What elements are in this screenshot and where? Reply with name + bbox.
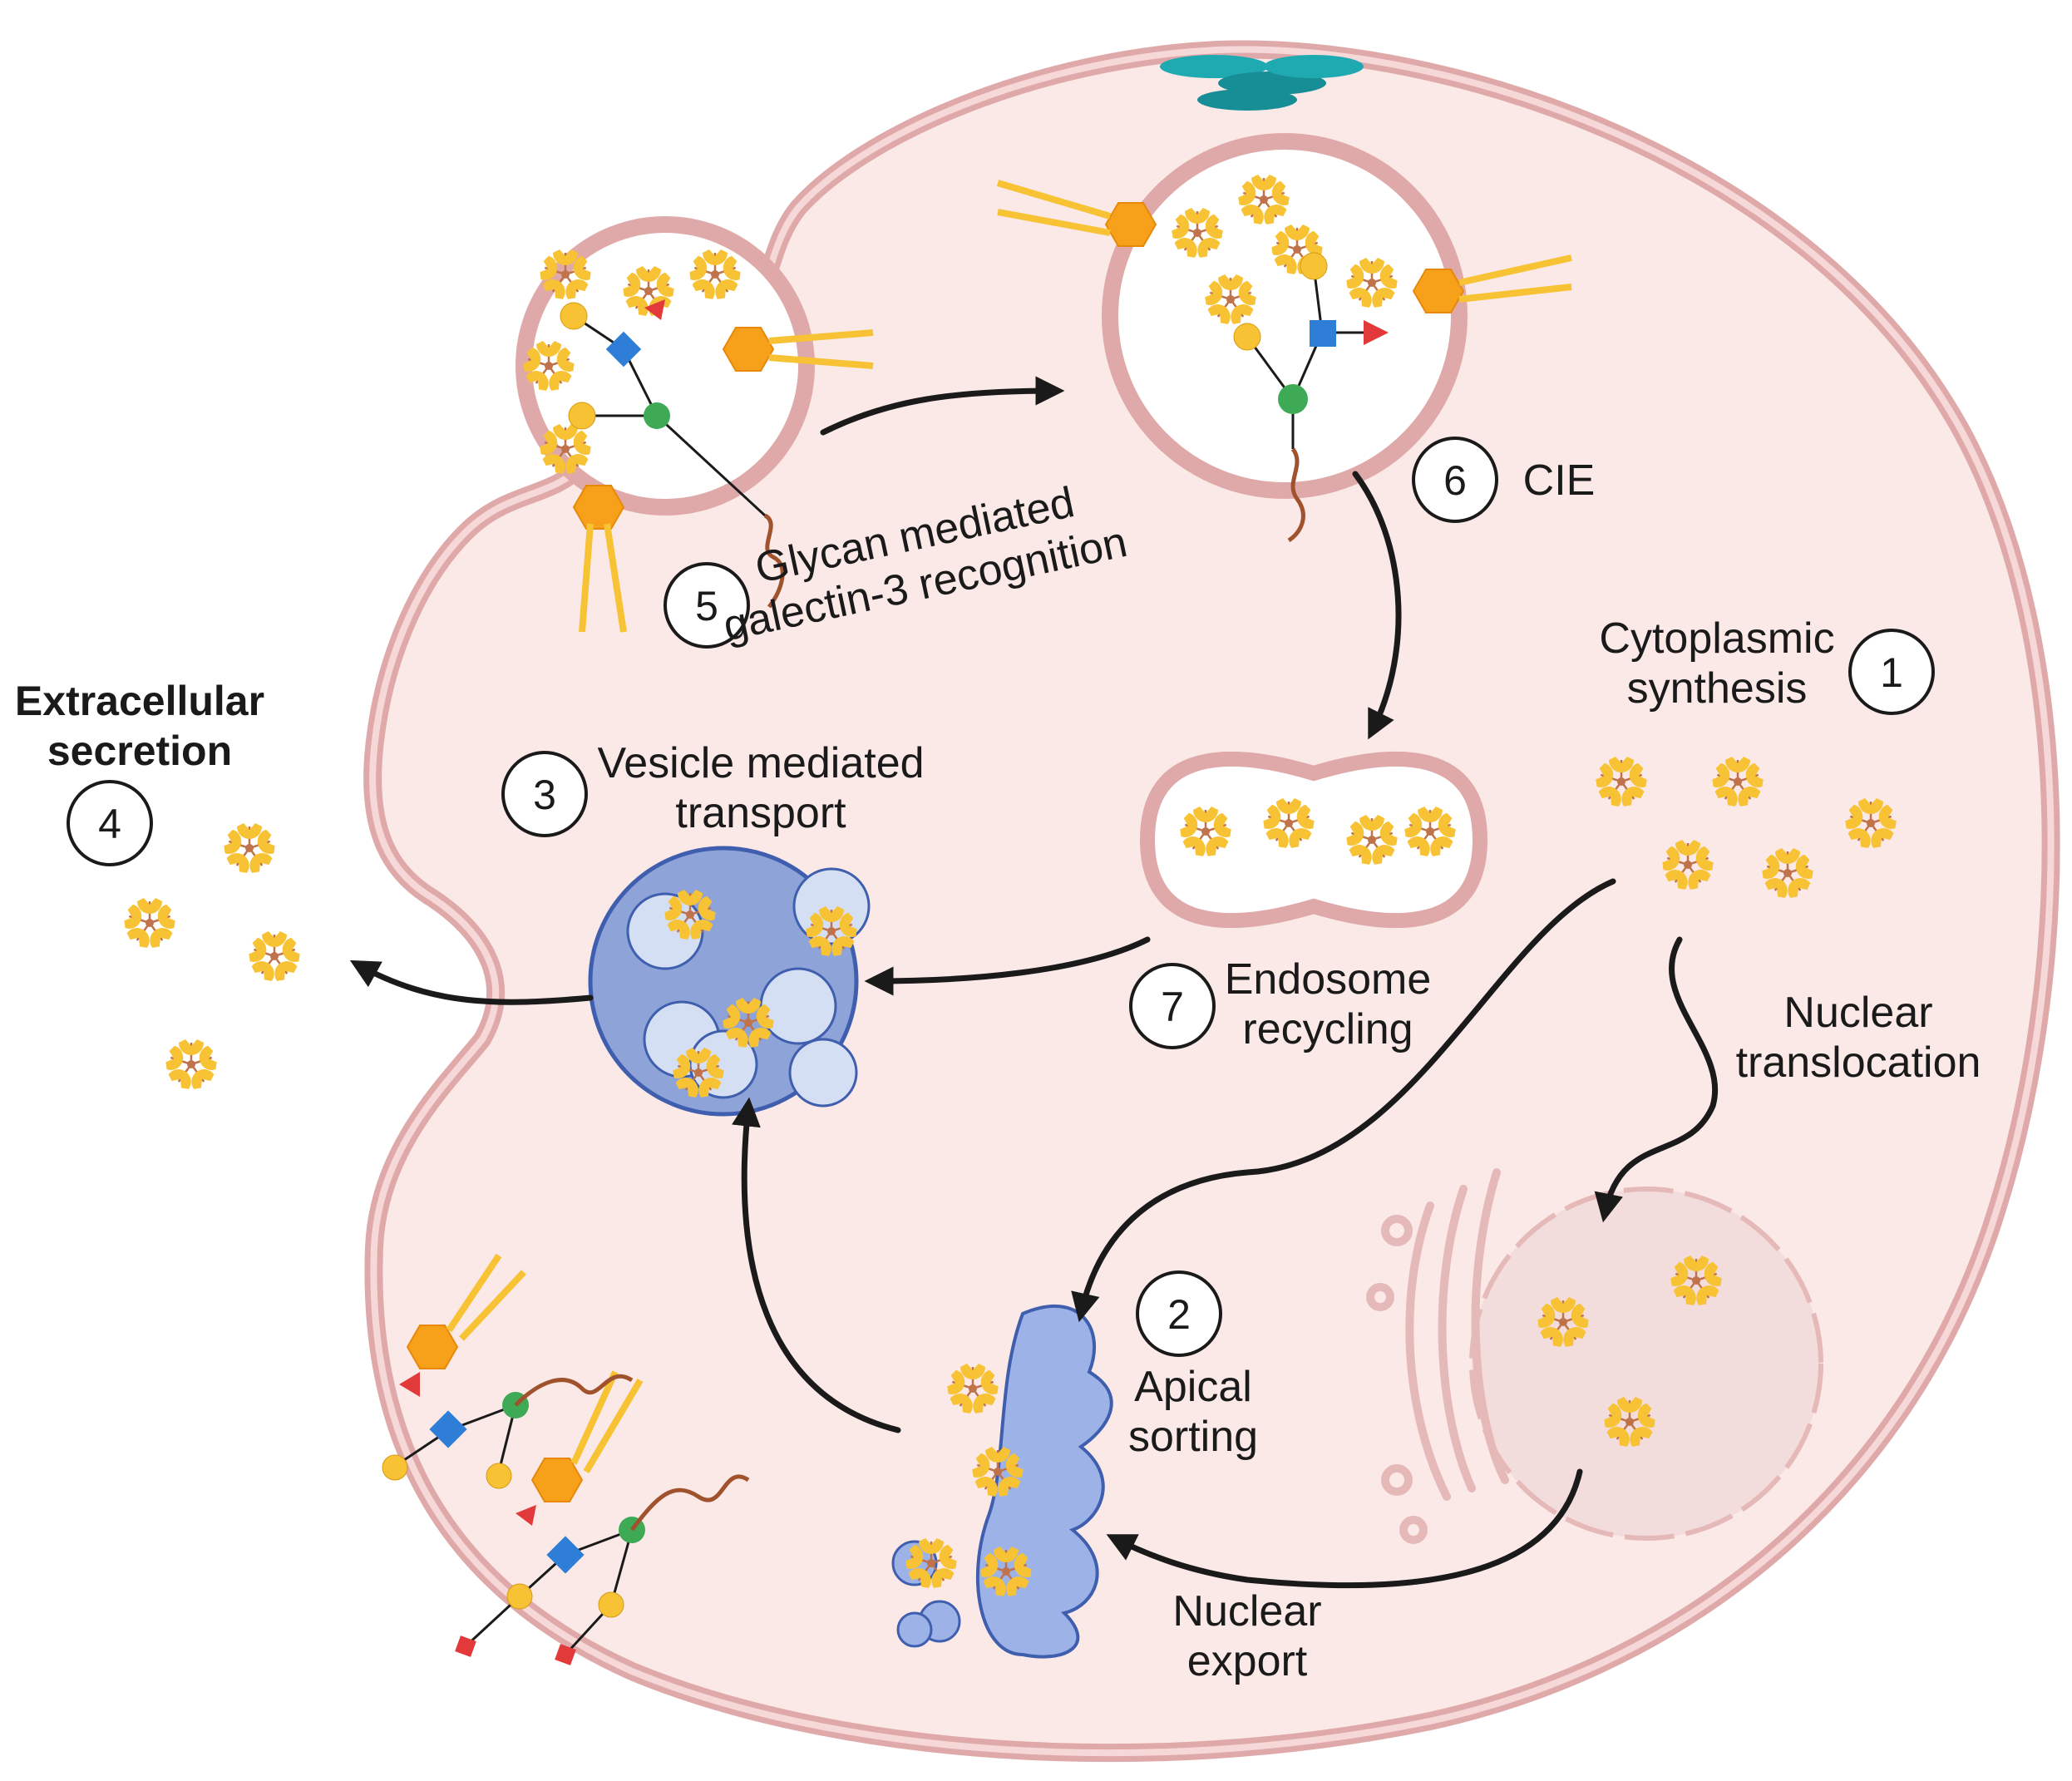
step-6-marker: 6 — [1412, 437, 1498, 523]
apical-sorting-compartment — [891, 1304, 1113, 1659]
svg-text:7: 7 — [1161, 984, 1184, 1030]
pathway-arrows — [349, 376, 1718, 1589]
extracellular-galectins — [122, 823, 302, 1092]
arrow-mvb-to-secretion — [349, 960, 594, 1005]
arrow-endocytosis — [820, 376, 1065, 436]
svg-text:1: 1 — [1880, 649, 1903, 696]
step-1-marker: 1 — [1848, 629, 1935, 715]
arrow-nuclear-translocation — [1594, 936, 1718, 1223]
svg-text:2: 2 — [1167, 1291, 1191, 1338]
endocytic-pit — [516, 216, 874, 633]
glycan-icon — [1233, 252, 1389, 543]
svg-text:4: 4 — [98, 801, 121, 847]
step-4-marker: 4 — [67, 780, 153, 866]
step-7-label: recycling — [1242, 1005, 1413, 1053]
glycan-icon — [455, 1474, 750, 1665]
step-3-label: Vesicle mediated — [597, 739, 924, 787]
svg-text:6: 6 — [1443, 457, 1467, 504]
step-2-label: sorting — [1128, 1413, 1258, 1461]
nuclear-export-label: Nuclear — [1172, 1587, 1321, 1635]
glycan-icon — [382, 1372, 634, 1489]
tight-junction — [1160, 55, 1364, 111]
step-4-label: Extracellular — [15, 678, 264, 724]
endosome — [1139, 751, 1488, 929]
receptor-icon — [996, 180, 1572, 313]
svg-text:3: 3 — [533, 772, 556, 818]
arrow-endosome-to-mvb — [864, 936, 1151, 996]
arrow-nuclear-export — [1106, 1468, 1583, 1589]
step-1-label: Cytoplasmic — [1599, 614, 1834, 663]
step-4-label: secretion — [47, 728, 232, 774]
nucleus — [1469, 1187, 1823, 1541]
step-5-marker: 5 — [664, 562, 750, 649]
step-1-label: synthesis — [1627, 664, 1808, 713]
svg-text:5: 5 — [695, 583, 718, 629]
arrow-cytoplasm-to-apical — [1071, 878, 1616, 1323]
arrow-apical-to-mvb — [732, 1097, 901, 1433]
step-6-label: CIE — [1523, 456, 1596, 505]
nuclear-translocation-label: translocation — [1736, 1039, 1981, 1087]
step-3-marker: 3 — [501, 751, 588, 837]
step-3-label: transport — [675, 789, 846, 837]
cie-vesicle — [996, 133, 1572, 543]
golgi-apparatus — [1366, 1168, 1509, 1544]
step-2-marker: 2 — [1136, 1270, 1222, 1357]
arrow-cie-to-endosome — [1352, 471, 1402, 740]
step-2-label: Apical — [1134, 1363, 1252, 1411]
step-markers: 1 2 3 4 5 6 7 — [67, 437, 1935, 1357]
multivesicular-body — [588, 846, 871, 1117]
step-7-label: Endosome — [1225, 955, 1432, 1004]
nuclear-translocation-label: Nuclear — [1783, 989, 1932, 1037]
basolateral-glycoproteins — [382, 1253, 750, 1665]
nuclear-export-label: export — [1187, 1637, 1308, 1685]
receptor-icon — [573, 327, 874, 633]
step-7-marker: 7 — [1129, 963, 1216, 1049]
